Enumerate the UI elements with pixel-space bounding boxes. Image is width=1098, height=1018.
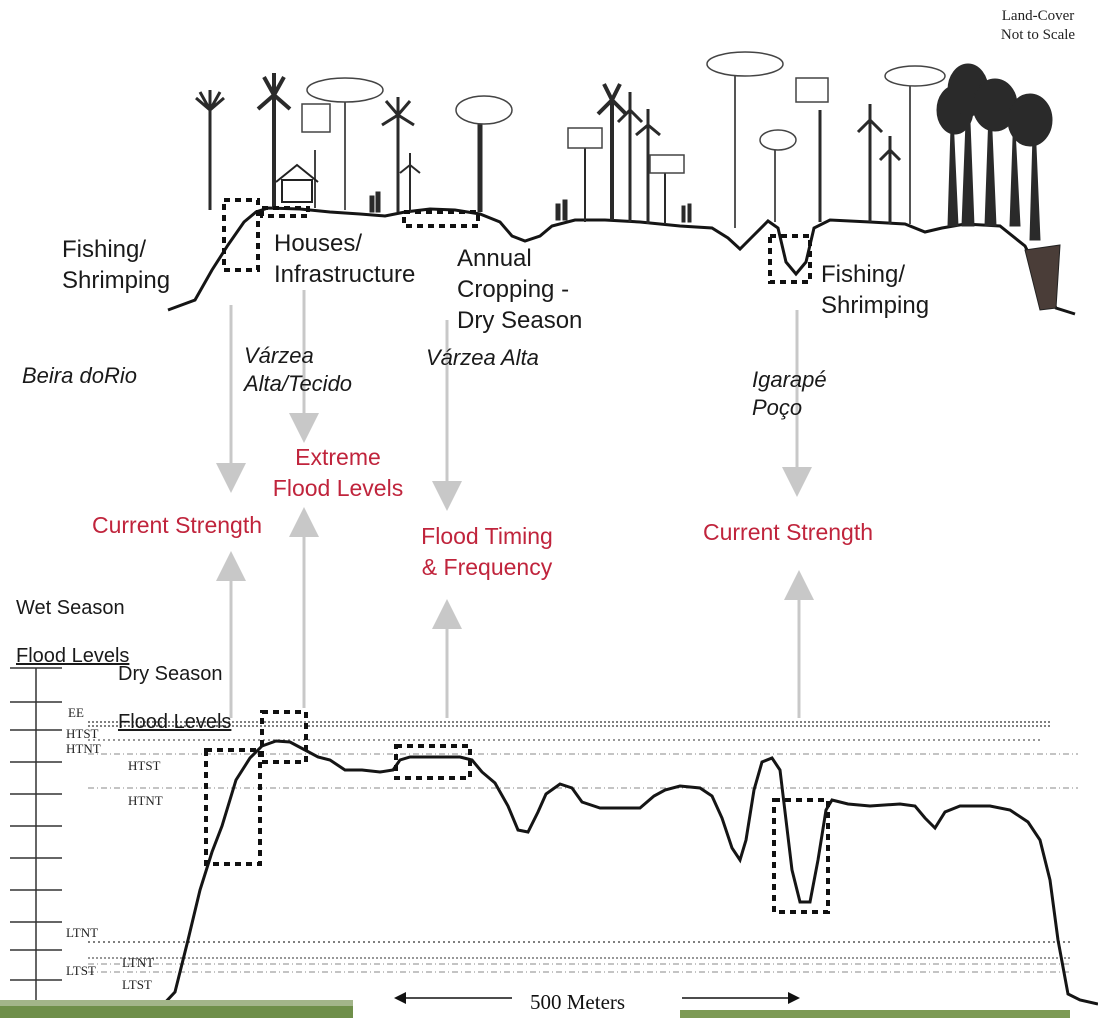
- level-label-ltnt: LTNT: [66, 925, 99, 940]
- chart-box-fishing-right: [772, 798, 830, 914]
- zone-label-beira: Beira doRio: [22, 363, 137, 388]
- driver-label-extreme: Extreme Flood Levels: [272, 444, 404, 501]
- chart-box-fishing-left: [204, 748, 262, 866]
- dry-season-line1: Dry Season: [118, 663, 223, 685]
- driver-label-timing: Flood Timing & Frequency: [421, 523, 553, 580]
- activity-box-cropping: [402, 210, 480, 228]
- activity-box-fishing-left: [222, 198, 260, 272]
- level-label-htst-mid: HTST: [128, 758, 161, 773]
- land-cover-cross-section: [167, 51, 1076, 316]
- elevation-ruler: [10, 667, 62, 1000]
- level-label-htnt-mid: HTNT: [128, 793, 163, 808]
- wet-season-line2: Flood Levels: [16, 645, 130, 667]
- wet-season-legend: Wet Season Flood Levels: [16, 572, 129, 692]
- driver-label-current-left: Current Strength: [91, 512, 263, 538]
- wet-season-line1: Wet Season: [16, 597, 125, 619]
- activity-label-fishing-right: Fishing/ Shrimping: [821, 261, 930, 319]
- activity-box-fishing-right: [768, 234, 812, 284]
- level-label-htst-top: HTST: [66, 726, 99, 741]
- flow-arrows: [216, 290, 814, 718]
- dry-season-legend: Dry Season Flood Levels: [118, 638, 231, 758]
- scale-bar-label: 500 Meters: [530, 990, 626, 1014]
- house-icon: [275, 163, 319, 203]
- level-label-ee: EE: [68, 705, 84, 720]
- elevation-profile-line: [158, 739, 1098, 1010]
- zone-label-igarape: Igarapé Poço: [752, 367, 827, 420]
- flood-level-lines: [88, 721, 1078, 973]
- chart-box-houses: [260, 710, 308, 764]
- level-label-ltnt-2: LTNT: [122, 955, 155, 970]
- level-label-htnt-top: HTNT: [66, 741, 101, 756]
- activity-label-annual-cropping: Annual Cropping - Dry Season: [457, 245, 583, 334]
- activity-box-houses: [260, 206, 310, 218]
- photo-right: [680, 1010, 1070, 1018]
- driver-label-current-right: Current Strength: [702, 519, 874, 545]
- level-label-ltst: LTST: [66, 963, 96, 978]
- activity-boxes-top: [222, 198, 812, 284]
- zone-label-varzea-alta: Várzea Alta: [426, 345, 539, 370]
- dry-season-line2: Flood Levels: [118, 711, 232, 733]
- photo-strips: [0, 1000, 1070, 1018]
- flood-level-chart: [10, 667, 1098, 1010]
- chart-box-cropping: [394, 744, 472, 780]
- level-label-ltst-2: LTST: [122, 977, 152, 992]
- activity-boxes-bottom: [204, 710, 830, 914]
- activity-label-houses: Houses/ Infrastructure: [274, 230, 416, 288]
- zone-label-varzea-alta-tecido: Várzea Alta/Tecido: [244, 343, 353, 396]
- activity-label-fishing-left: Fishing/ Shrimping: [62, 236, 171, 294]
- tree-silhouettes-icon: [195, 51, 1061, 311]
- land-cover-note: Land-Cover Not to Scale: [1000, 8, 1076, 43]
